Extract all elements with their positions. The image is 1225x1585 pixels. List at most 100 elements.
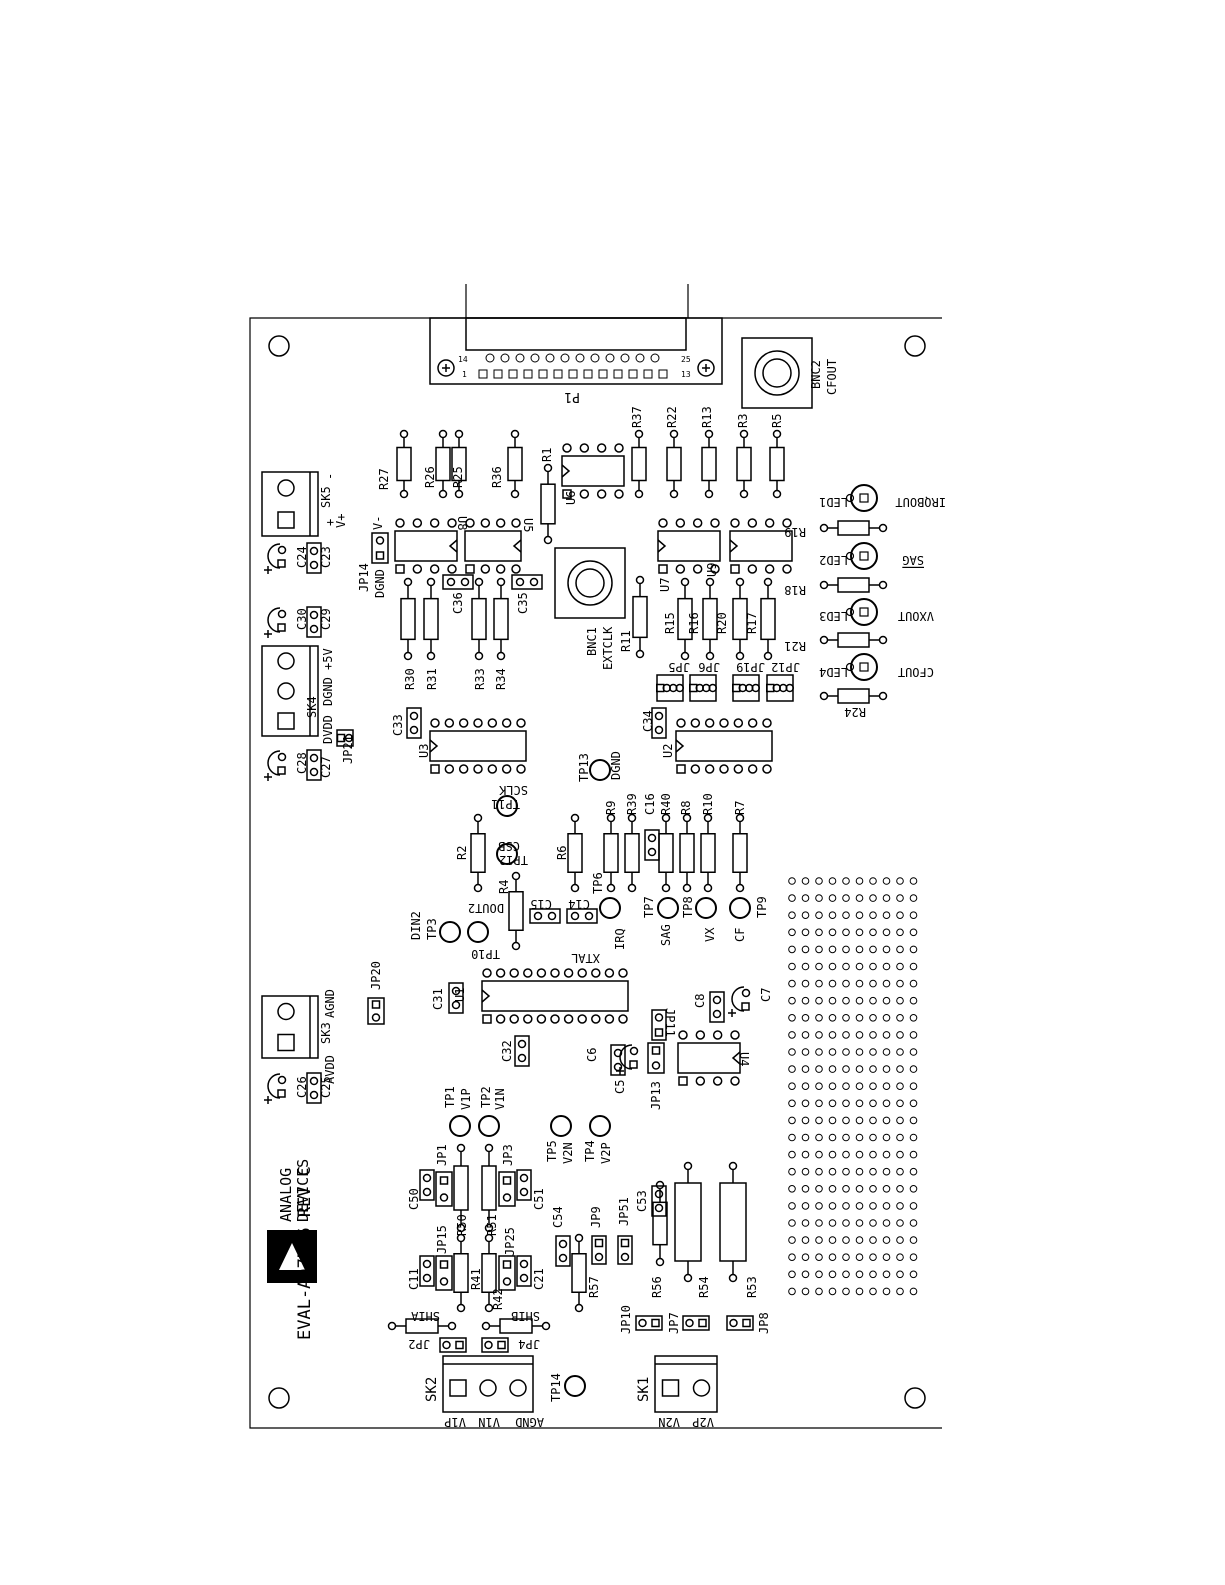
capacitor-c14	[566, 908, 598, 924]
capacitor-c7	[728, 986, 751, 1017]
label-sk2: SK2	[424, 1377, 440, 1402]
resistor-r5	[769, 429, 785, 499]
label-tp10: TP10	[471, 947, 500, 961]
capacitor-c29	[306, 606, 322, 638]
label-plus5v: +5V	[321, 648, 335, 670]
resistor-r24	[819, 688, 888, 704]
test-point-tp3	[439, 921, 461, 943]
label-vx: VX	[703, 927, 717, 942]
label-u1: U1	[453, 988, 467, 1002]
label-led1: LED1	[819, 495, 848, 509]
label-u8: U8	[455, 516, 469, 530]
resistor-r25	[451, 429, 467, 499]
resistor-r50	[453, 1143, 469, 1233]
label-v1p-sk2: V1P	[444, 1415, 466, 1429]
label-r25: R25	[451, 466, 465, 488]
resistor-r34	[493, 577, 509, 661]
label-r2: R2	[455, 846, 469, 860]
label-c28: C28	[295, 752, 309, 774]
label-c27: C27	[319, 756, 333, 778]
label-u9: U9	[705, 563, 719, 577]
label-dgnd-tp13: DGND	[609, 751, 623, 780]
resistor-r53	[719, 1161, 747, 1283]
label-r53: R53	[745, 1276, 759, 1298]
jumper-jp21	[336, 729, 354, 747]
resistor-r41	[453, 1233, 469, 1313]
label-tp4: TP4	[583, 1140, 597, 1162]
test-point-tp8	[695, 897, 717, 919]
capacitor-c27	[306, 749, 322, 781]
label-r37: R37	[630, 406, 644, 428]
resistor-r39	[624, 813, 640, 893]
test-point-tp7	[657, 897, 679, 919]
resistor-r10	[700, 813, 716, 893]
resistor-r2	[470, 813, 486, 893]
label-jp21: JP21	[341, 735, 355, 764]
label-r24: R24	[844, 705, 866, 719]
led-led3	[845, 598, 878, 626]
capacitor-c8	[709, 991, 725, 1023]
capacitor-c15	[529, 908, 561, 924]
label-c16: C16	[643, 793, 657, 815]
p1-connector	[429, 317, 723, 385]
label-c33: C33	[391, 714, 405, 736]
label-pin-25: 25	[681, 355, 691, 364]
label-tp11: TP11	[491, 797, 520, 811]
led-led1	[845, 484, 878, 512]
label-u6: U6	[564, 491, 578, 505]
capacitor-c21	[516, 1255, 532, 1287]
test-point-tp1	[449, 1115, 471, 1137]
resistor-r37	[631, 429, 647, 499]
label-r8: R8	[679, 801, 693, 815]
resistor-r8	[679, 813, 695, 893]
resistor-r27	[396, 429, 412, 499]
test-points	[439, 759, 751, 1397]
label-pin-1: 1	[462, 370, 467, 379]
label-jp5: JP5	[668, 660, 690, 674]
label-jp25: JP25	[503, 1227, 517, 1256]
resistor-shia	[387, 1318, 457, 1334]
label-r9: R9	[604, 801, 618, 815]
resistor-r16	[702, 577, 718, 661]
label-c7: C7	[759, 988, 773, 1002]
label-sag: SAG	[902, 553, 924, 567]
label-r19: R19	[784, 525, 806, 539]
label-jp14: JP14	[357, 563, 371, 592]
label-v1n: V1N	[493, 1088, 507, 1110]
label-c51: C51	[532, 1188, 546, 1210]
label-c26: C26	[295, 1076, 309, 1098]
label-c11: C11	[407, 1268, 421, 1290]
label-c31: C31	[431, 988, 445, 1010]
led-led4	[845, 653, 878, 681]
label-r42: R42	[491, 1288, 505, 1310]
label-r40: R40	[659, 793, 673, 815]
label-r51: R51	[485, 1214, 499, 1236]
jumper-jp3	[498, 1171, 516, 1207]
label-r20: R20	[715, 612, 729, 634]
label-r6: R6	[555, 846, 569, 860]
capacitor-c32	[514, 1035, 530, 1067]
label-r57: R57	[587, 1276, 601, 1298]
label-v2p-sk1: V2P	[692, 1415, 714, 1429]
capacitor-c34	[651, 707, 667, 739]
label-u4: U4	[737, 1052, 751, 1066]
label-c35: C35	[516, 592, 530, 614]
resistor-r22	[666, 429, 682, 499]
jumper-jp10	[635, 1315, 663, 1331]
label-r54: R54	[697, 1276, 711, 1298]
label-c32: C32	[500, 1040, 514, 1062]
resistor-r17	[760, 577, 776, 661]
capacitor-c53	[651, 1185, 667, 1217]
jumper-jp1	[435, 1171, 453, 1207]
resistor-r54	[674, 1161, 702, 1283]
capacitor-c33	[406, 707, 422, 739]
label-jp12: JP12	[771, 660, 800, 674]
resistor-r51	[481, 1143, 497, 1233]
label-r18: R18	[784, 583, 806, 597]
jumper-jp11	[651, 1009, 667, 1041]
label-r4: R4	[497, 880, 511, 894]
label-r16: R16	[687, 612, 701, 634]
capacitor-c54	[555, 1235, 571, 1267]
label-sk4: SK4	[305, 696, 319, 718]
label-c6: C6	[585, 1048, 599, 1062]
